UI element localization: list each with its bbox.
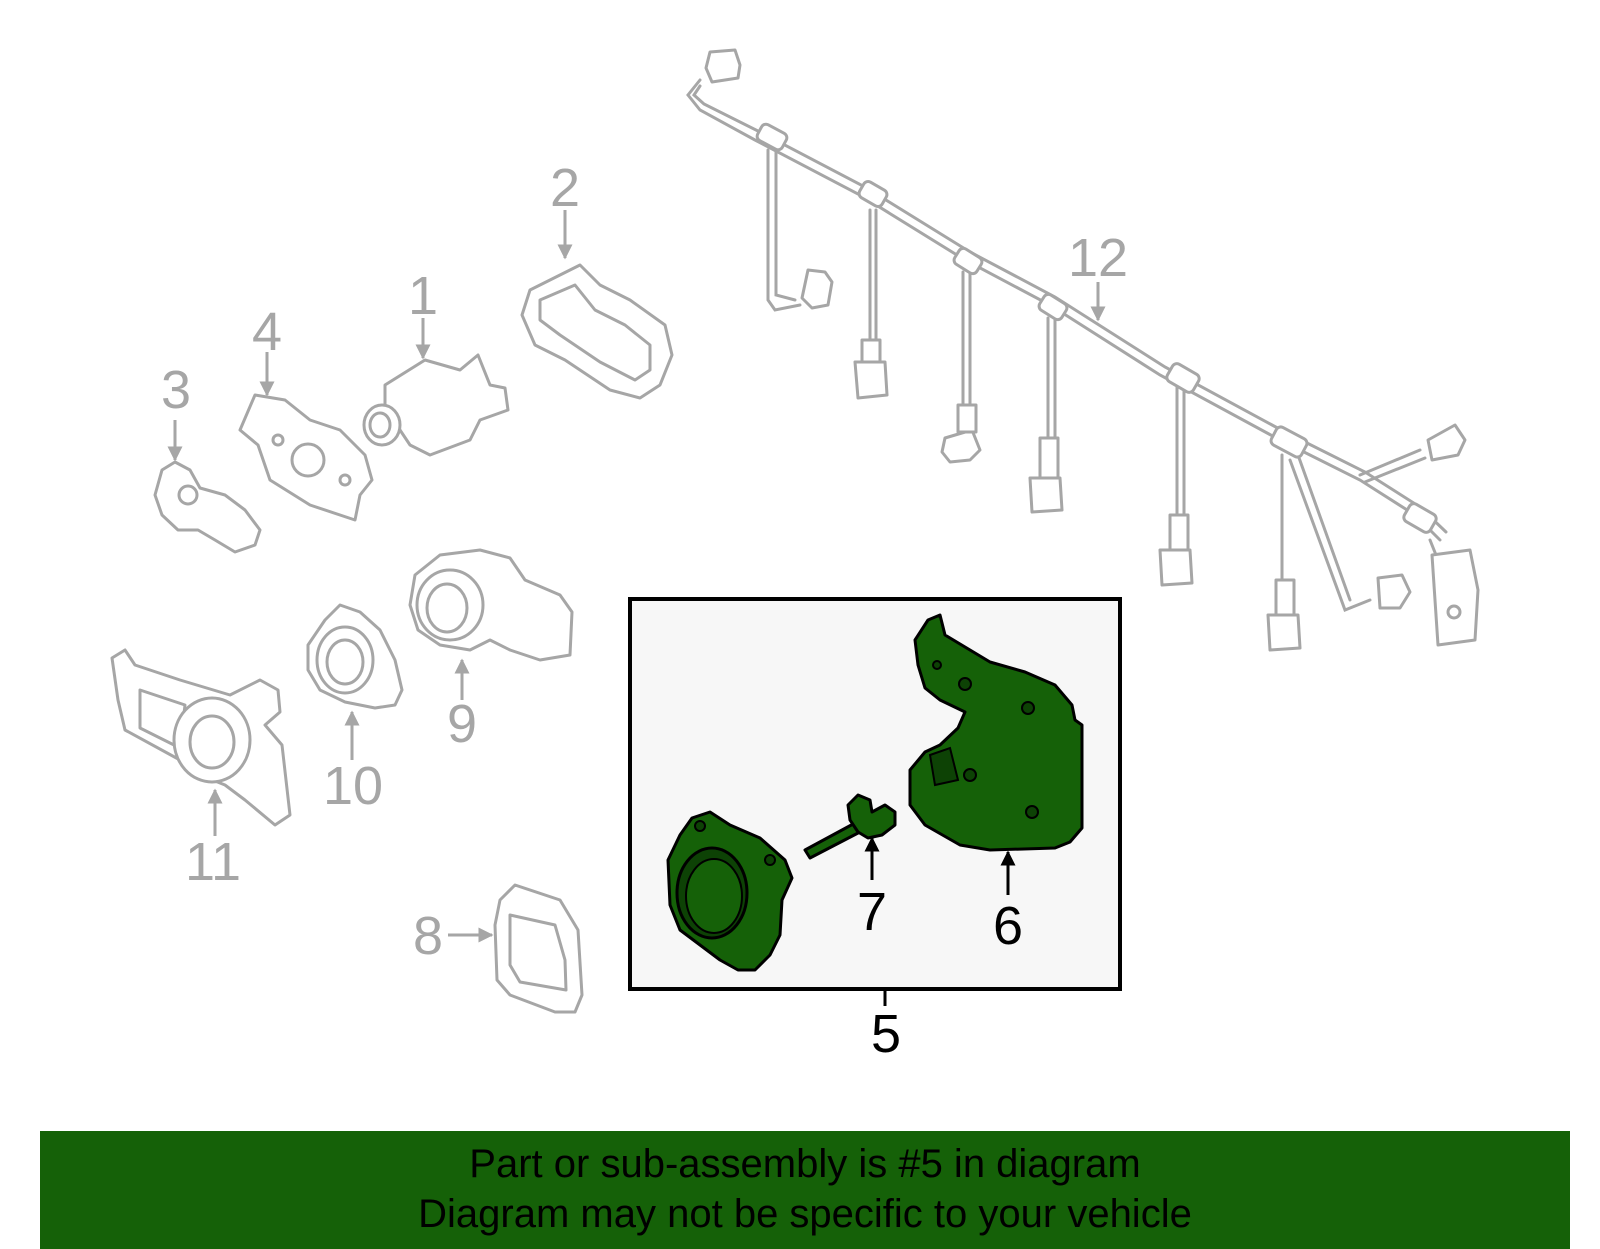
callout-10: 10: [323, 756, 383, 816]
sensor-housing-highlighted: [666, 810, 794, 972]
sensor-1: [362, 353, 510, 457]
callout-12: 12: [1068, 228, 1128, 288]
callout-7: 7: [857, 882, 887, 942]
banner-line-1: Part or sub-assembly is #5 in diagram: [469, 1142, 1141, 1186]
callout-8: 8: [413, 906, 443, 966]
bracket-4: [238, 393, 374, 522]
callout-2: 2: [550, 158, 580, 218]
sensor-holder-10: [306, 603, 404, 710]
banner-line-2: Diagram may not be specific to your vehi…: [418, 1192, 1192, 1236]
info-banner: Part or sub-assembly is #5 in diagram Di…: [40, 1131, 1570, 1249]
callout-9: 9: [447, 694, 477, 754]
callout-1: 1: [408, 266, 438, 326]
callout-6: 6: [993, 896, 1023, 956]
callout-11: 11: [185, 832, 241, 892]
sensor-bracket-2: [520, 263, 674, 400]
callout-5: 5: [871, 1004, 901, 1064]
pin-7-highlighted: [803, 793, 897, 860]
callout-3: 3: [161, 360, 191, 420]
bracket-6-highlighted: [908, 613, 1084, 852]
bracket-11: [110, 648, 292, 827]
pad-8: [493, 883, 584, 1014]
wiring-harness-12: [686, 48, 1480, 652]
callout-4: 4: [252, 302, 282, 362]
clip-3: [153, 460, 262, 554]
sensor-9: [408, 548, 574, 662]
